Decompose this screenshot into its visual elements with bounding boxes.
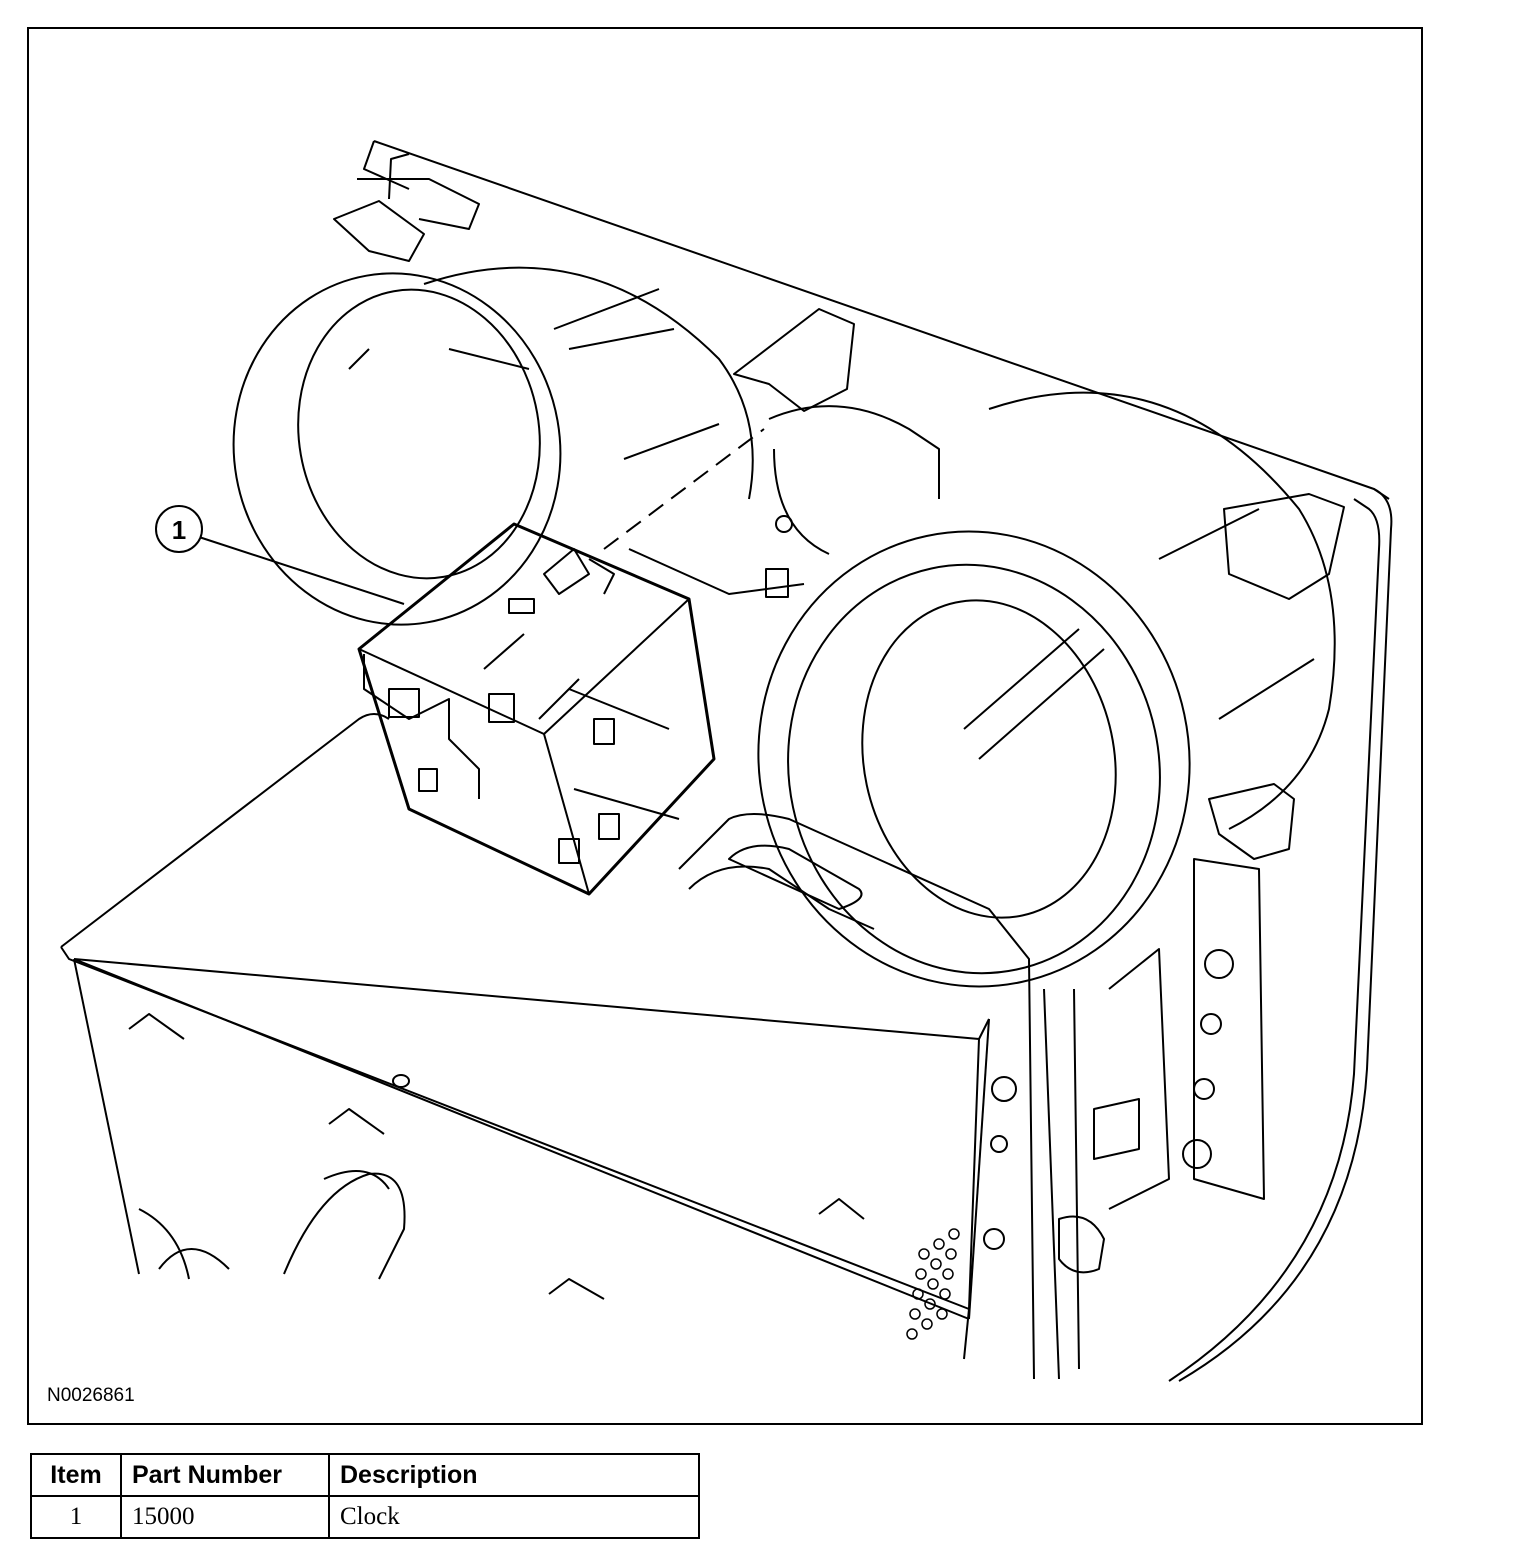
callout-number: 1	[172, 515, 186, 545]
cell-item: 1	[30, 1495, 122, 1539]
parts-table: Item Part Number Description 1 15000 Clo…	[30, 1453, 700, 1539]
table-row: 1 15000 Clock	[30, 1495, 700, 1539]
clock-module-details	[363, 548, 680, 864]
lower-housing	[60, 713, 990, 1360]
mounting-clips	[333, 178, 1345, 860]
cell-part-number: 15000	[120, 1495, 330, 1539]
side-bracket	[678, 813, 1265, 1380]
right-gauge-ring	[757, 391, 1336, 988]
header-part-number: Part Number	[120, 1453, 330, 1497]
cell-description: Clock	[328, 1495, 700, 1539]
header-description: Description	[328, 1453, 700, 1497]
cluster-back-panel	[363, 140, 1393, 1382]
center-opening	[628, 405, 940, 598]
header-item: Item	[30, 1453, 122, 1497]
left-gauge-ring	[232, 266, 754, 626]
diagram-frame: 1 N0026861	[27, 27, 1423, 1425]
alignment-dashed-line	[603, 428, 765, 550]
grille-holes	[906, 1228, 960, 1340]
callout-bubble: 1	[155, 505, 203, 553]
exploded-view-illustration: 1	[60, 140, 1393, 1382]
figure-id: N0026861	[47, 1385, 135, 1406]
callout-leader-line	[198, 536, 405, 605]
clock-module[interactable]	[357, 522, 716, 896]
parts-table-header: Item Part Number Description	[30, 1453, 700, 1497]
